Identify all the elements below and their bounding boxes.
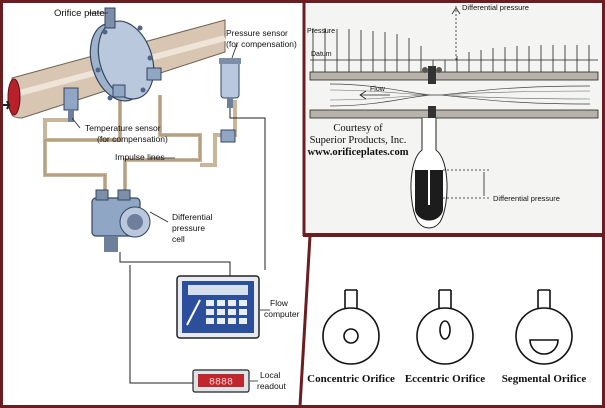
eccentric-orifice-plate — [416, 289, 474, 365]
differential-pressure-cell — [91, 189, 151, 252]
label-local-readout-1: Local — [260, 370, 280, 380]
label-flow: Flow — [370, 86, 386, 93]
segmental-bore — [529, 339, 559, 355]
orifice-plate-top — [428, 66, 436, 84]
label-temperature-sensor-2: (for compensation) — [97, 134, 168, 144]
left-panel-flow-meter-system: 8888 Orifice plate Pressure sensor (for … — [2, 3, 305, 403]
eccentric-bore — [439, 320, 451, 340]
segmental-orifice-plate — [515, 289, 573, 365]
temperature-sensor — [63, 87, 79, 122]
signal-wiring — [119, 108, 266, 384]
top-right-panel-pressure-profile: Differential pressure Pressure Datum Flo… — [304, 3, 602, 233]
courtesy-line-1: Courtesy of — [333, 123, 383, 134]
label-dp-cell-3: cell — [172, 234, 185, 244]
label-concentric-orifice: Concentric Orifice — [307, 373, 395, 385]
pipe-bore — [7, 78, 21, 116]
label-pressure: Pressure — [307, 28, 335, 35]
readout-display: 8888 — [209, 378, 233, 389]
label-differential-pressure-bottom: Differential pressure — [493, 194, 560, 203]
pressure-sensor — [219, 58, 241, 143]
label-segmental-orifice: Segmental Orifice — [502, 373, 587, 385]
flow-direction-arrow-icon — [359, 90, 390, 100]
label-pressure-sensor-1: Pressure sensor — [226, 28, 288, 38]
label-pressure-sensor-2: (for compensation) — [226, 39, 297, 49]
top-right-pipe — [309, 66, 599, 124]
orifice-plate-assembly — [89, 7, 162, 102]
label-datum: Datum — [311, 51, 332, 58]
label-flow-computer-1: Flow — [270, 298, 289, 308]
label-local-readout-2: readout — [257, 381, 286, 391]
manometer — [410, 118, 448, 229]
label-impulse-lines: Impulse lines — [115, 152, 165, 162]
label-dp-cell-1: Differential — [172, 212, 213, 222]
label-differential-pressure-top: Differential pressure — [462, 3, 529, 12]
orifice-plate-bottom — [428, 106, 436, 124]
flow-computer — [176, 275, 260, 339]
callout-leaders — [71, 12, 270, 382]
impulse-lines-outline — [44, 95, 201, 200]
courtesy-line-2: Superior Products, Inc. — [310, 135, 407, 146]
label-dp-cell-2: pressure — [172, 223, 205, 233]
label-temperature-sensor-1: Temperature sensor — [85, 123, 161, 133]
local-readout: 8888 — [192, 369, 250, 393]
concentric-orifice-plate — [322, 289, 380, 365]
flow-arrow-icon — [2, 100, 11, 110]
differential-pressure-marker-bottom — [443, 169, 490, 199]
bottom-right-panel-orifice-types: Concentric Orifice Eccentric Orifice Seg… — [307, 238, 602, 405]
flow-computer-keypad — [206, 300, 247, 324]
label-eccentric-orifice: Eccentric Orifice — [405, 373, 485, 385]
label-flow-computer-2: computer — [264, 309, 300, 319]
pressure-profile-lines — [312, 28, 590, 72]
label-orifice-plate: Orifice plate — [54, 8, 105, 19]
courtesy-line-3: www.orificeplates.com — [308, 147, 409, 158]
concentric-bore — [343, 328, 359, 344]
orifice-plate-tab — [104, 7, 116, 29]
